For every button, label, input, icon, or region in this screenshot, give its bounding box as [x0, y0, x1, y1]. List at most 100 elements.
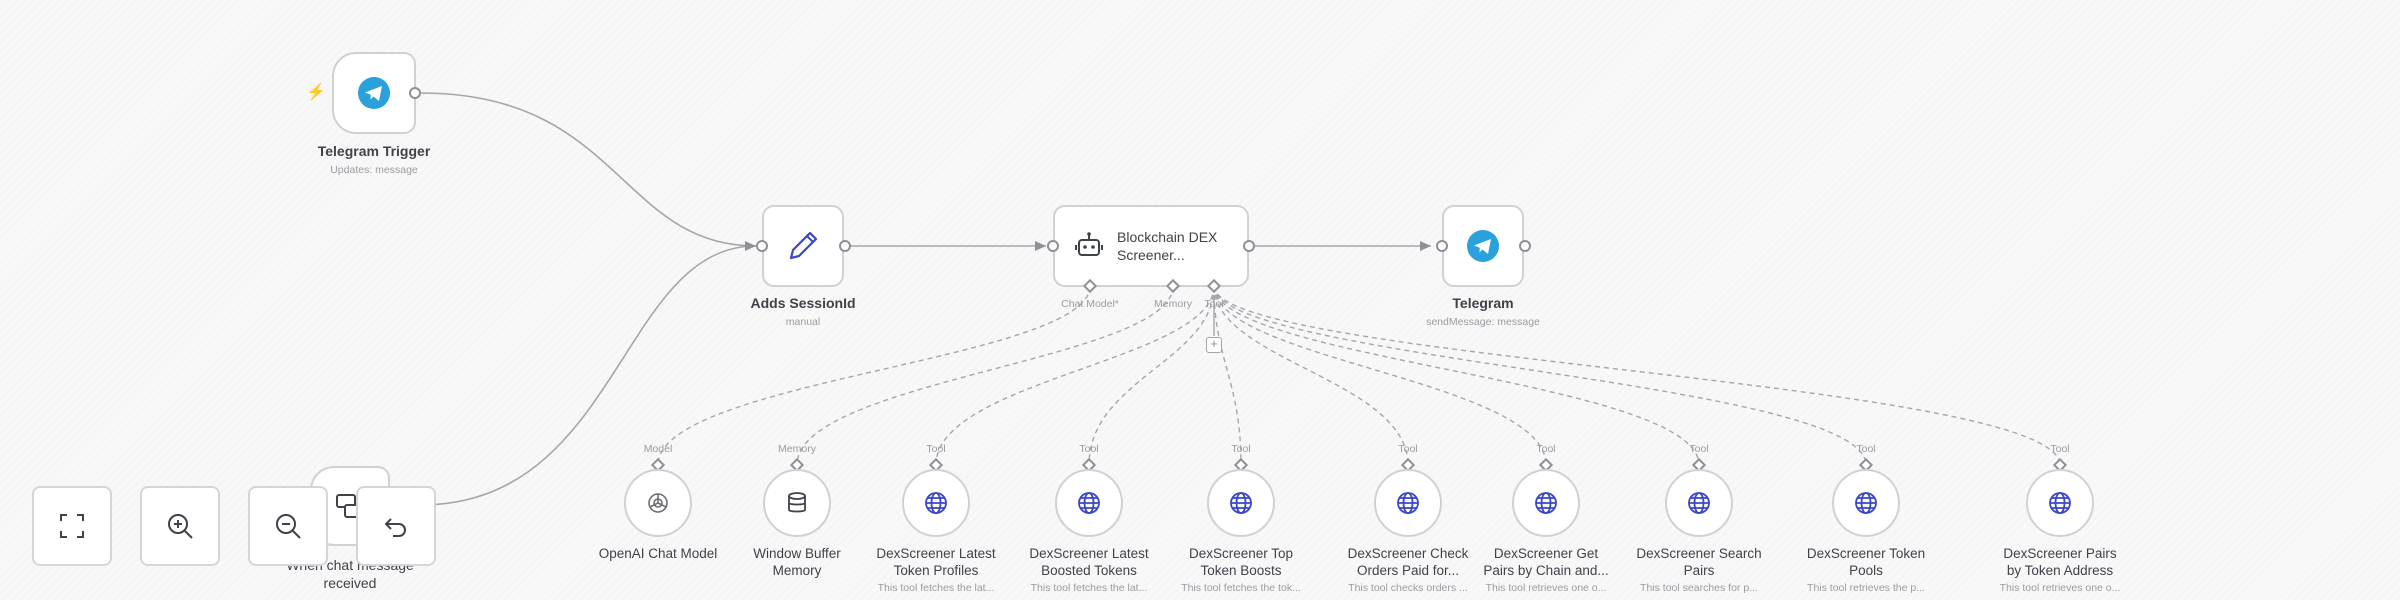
- telegram-send-node[interactable]: [1442, 205, 1524, 287]
- tool-node-6[interactable]: [1512, 469, 1580, 537]
- tool-port-label: Tool: [1079, 443, 1099, 455]
- tool-description: This tool fetches the lat...: [1030, 582, 1148, 594]
- telegram-trigger-node[interactable]: [332, 52, 416, 134]
- telegram-send-input-port[interactable]: [1436, 240, 1448, 252]
- tool-title-line1: DexScreener Get: [1493, 546, 1599, 561]
- globe-icon: [1395, 490, 1421, 516]
- globe-icon: [1076, 490, 1102, 516]
- telegram-send-subtitle: sendMessage: message: [1426, 316, 1540, 328]
- edge-memory-to-agent: [796, 285, 1174, 466]
- tool-title-line2: Pairs by Chain and...: [1483, 563, 1609, 578]
- tool-title-line2: Pairs: [1683, 563, 1715, 578]
- fit-view-icon: [60, 514, 84, 538]
- tool-port-label: Tool: [1856, 443, 1876, 455]
- tool-port-label: Tool: [1689, 443, 1709, 455]
- tool-port-label: Tool: [2050, 443, 2070, 455]
- tool-title-line2: Token Profiles: [893, 563, 979, 578]
- telegram-icon: [1467, 230, 1499, 262]
- tool-title-line2: Orders Paid for...: [1356, 563, 1460, 578]
- globe-icon: [1228, 490, 1254, 516]
- edge-model-to-agent: [657, 285, 1091, 466]
- telegram-trigger-title: Telegram Trigger: [317, 143, 431, 159]
- tool-title-line1: DexScreener Token: [1806, 546, 1926, 561]
- blockchain-dex-screener-agent-node[interactable]: Blockchain DEX Screener...: [1053, 205, 1249, 287]
- tool-port-label: Memory: [778, 443, 816, 455]
- zoom-out-button[interactable]: [248, 486, 328, 566]
- chat-trigger-title-line2: received: [323, 575, 377, 591]
- tool-node-7[interactable]: [1665, 469, 1733, 537]
- tool-node-5[interactable]: [1374, 469, 1442, 537]
- tool-description: This tool fetches the tok...: [1181, 582, 1301, 594]
- tool-title-line2: Token Boosts: [1200, 563, 1282, 578]
- edge-telegram-trigger-to-session: [420, 92, 757, 247]
- globe-icon: [1533, 490, 1559, 516]
- tool-node-2[interactable]: [902, 469, 970, 537]
- tool-title-line2: Memory: [772, 563, 822, 578]
- openai-icon: [645, 490, 671, 516]
- edge-tool8-to-agent: [1213, 285, 2061, 466]
- edge-tool6-to-agent: [1213, 285, 1700, 466]
- edge-tool4-to-agent: [1213, 285, 1409, 466]
- agent-memory-label: Memory: [1154, 298, 1192, 310]
- tool-title-line1: DexScreener Search: [1636, 546, 1762, 561]
- telegram-send-output-port[interactable]: [1519, 240, 1531, 252]
- edge-tool1-to-agent: [935, 285, 1215, 466]
- tool-node-4[interactable]: [1207, 469, 1275, 537]
- globe-icon: [923, 490, 949, 516]
- tool-node-0[interactable]: [624, 469, 692, 537]
- telegram-trigger-output-port[interactable]: [409, 87, 421, 99]
- tool-title-line1: DexScreener Top: [1188, 546, 1294, 561]
- tool-node-3[interactable]: [1055, 469, 1123, 537]
- globe-icon: [1686, 490, 1712, 516]
- agent-title-line2: Screener...: [1117, 247, 1185, 263]
- tool-title-line1: DexScreener Check: [1347, 546, 1469, 561]
- adds-sessionid-title: Adds SessionId: [750, 295, 856, 311]
- tool-port-label: Tool: [926, 443, 946, 455]
- tool-title-line2: Boosted Tokens: [1041, 563, 1137, 578]
- robot-icon: [1075, 232, 1103, 256]
- tool-port-label: Tool: [1231, 443, 1251, 455]
- pencil-icon: [789, 231, 818, 260]
- tool-title-line1: DexScreener Latest: [876, 546, 996, 561]
- zoom-in-button[interactable]: [140, 486, 220, 566]
- tool-title-line1: Window Buffer: [753, 546, 841, 561]
- tool-description: This tool retrieves one o...: [1999, 582, 2121, 594]
- adds-sessionid-input-port[interactable]: [756, 240, 768, 252]
- database-icon: [784, 490, 810, 516]
- agent-chat-model-label: Chat Model*: [1061, 298, 1119, 310]
- adds-sessionid-subtitle: manual: [785, 316, 821, 328]
- adds-sessionid-output-port[interactable]: [839, 240, 851, 252]
- tool-description: This tool checks orders ...: [1348, 582, 1468, 594]
- undo-button[interactable]: [356, 486, 436, 566]
- agent-input-port[interactable]: [1047, 240, 1059, 252]
- undo-icon: [384, 518, 406, 537]
- zoom-out-icon: [276, 514, 301, 539]
- edge-tool7-to-agent: [1213, 285, 1867, 466]
- tool-description: This tool searches for p...: [1640, 582, 1758, 594]
- tool-description: This tool fetches the lat...: [877, 582, 995, 594]
- tool-node-9[interactable]: [2026, 469, 2094, 537]
- tool-title-line2: by Token Address: [2006, 563, 2114, 578]
- tool-title-line1: OpenAI Chat Model: [598, 546, 718, 561]
- edge-tool3-to-agent: [1213, 285, 1242, 466]
- adds-sessionid-node[interactable]: [762, 205, 844, 287]
- agent-title-line1: Blockchain DEX: [1117, 229, 1218, 245]
- agent-output-port[interactable]: [1243, 240, 1255, 252]
- tool-port-label: Tool: [1536, 443, 1556, 455]
- tool-node-1[interactable]: [763, 469, 831, 537]
- telegram-icon: [358, 77, 390, 109]
- fit-view-button[interactable]: [32, 486, 112, 566]
- tool-node-8[interactable]: [1832, 469, 1900, 537]
- telegram-send-title: Telegram: [1452, 295, 1514, 311]
- add-tool-button[interactable]: +: [1206, 337, 1222, 353]
- tool-description: This tool retrieves the p...: [1807, 582, 1925, 594]
- tool-description: This tool retrieves one o...: [1485, 582, 1607, 594]
- tool-port-label: Model: [643, 443, 673, 455]
- edge-tool2-to-agent: [1088, 285, 1215, 466]
- globe-icon: [2047, 490, 2073, 516]
- tool-port-label: Tool: [1398, 443, 1418, 455]
- zoom-in-icon: [168, 514, 193, 539]
- globe-icon: [1853, 490, 1879, 516]
